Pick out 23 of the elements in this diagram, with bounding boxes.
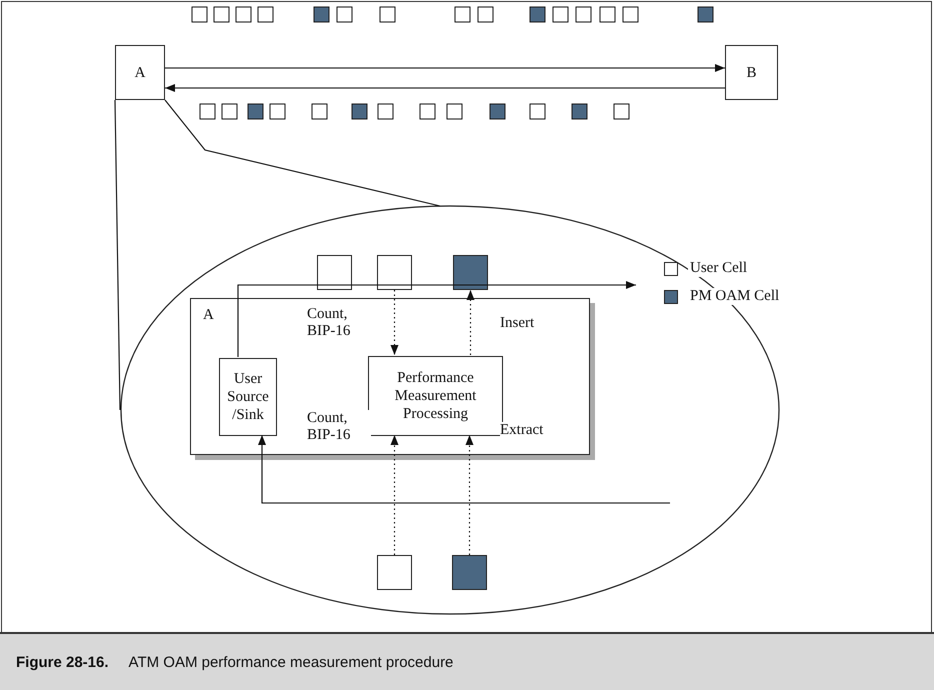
legend-label: User Cell <box>688 260 750 277</box>
user-cell-square <box>377 555 412 590</box>
leader-line <box>164 100 440 207</box>
process-box: User Source /Sink <box>219 358 277 436</box>
dotted-arrow <box>390 290 398 355</box>
node-box: A <box>115 45 165 100</box>
user-cell-square <box>317 255 352 290</box>
legend-label: PM OAM Cell <box>688 288 782 305</box>
figure-caption: Figure 28-16. ATM OAM performance measurement procedure <box>16 654 454 671</box>
dotted-arrow <box>390 435 398 555</box>
oam-cell-square <box>452 555 487 590</box>
user-cell-square <box>377 255 412 290</box>
arrow <box>165 64 725 72</box>
zoom-ellipse <box>120 205 780 615</box>
node-box: B <box>725 45 778 100</box>
oam-cell-square <box>453 255 488 290</box>
leader-line <box>114 100 121 410</box>
dotted-arrow <box>466 290 474 355</box>
box-title: A <box>203 307 214 324</box>
arrow <box>258 435 670 504</box>
dotted-arrow <box>466 435 474 555</box>
arrow <box>237 281 636 357</box>
arrow <box>165 84 725 92</box>
